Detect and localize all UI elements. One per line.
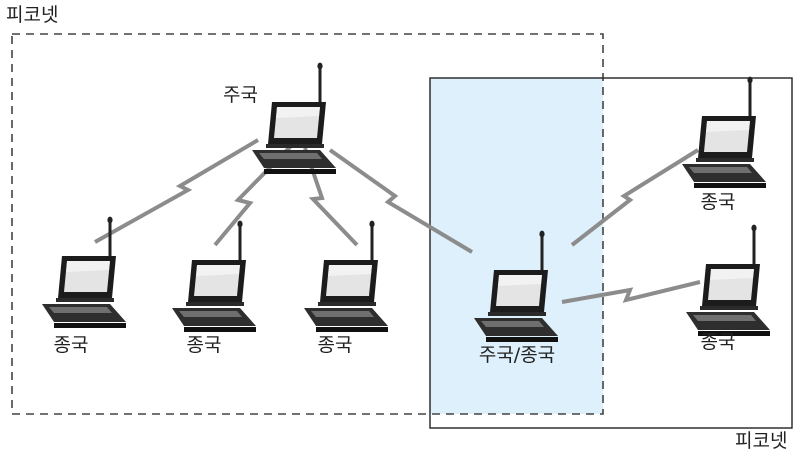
piconet-label-right: 피코넷 [735,432,787,451]
piconet-label-left: 피코넷 [6,6,58,25]
laptop-master-icon [252,63,336,174]
laptop-slave3-icon [304,221,388,332]
label-master: 주국 [223,86,258,105]
label-slave1: 종국 [54,336,89,355]
label-slave5: 종국 [701,333,736,352]
label-bridge: 주국/종국 [479,346,555,365]
laptop-slave2-icon [172,221,256,332]
label-slave3: 종국 [318,336,353,355]
laptop-slave4-icon [682,77,766,188]
label-slave4: 종국 [701,193,736,212]
wireless-link-master-slave1 [95,140,258,242]
label-slave2: 종국 [187,336,222,355]
